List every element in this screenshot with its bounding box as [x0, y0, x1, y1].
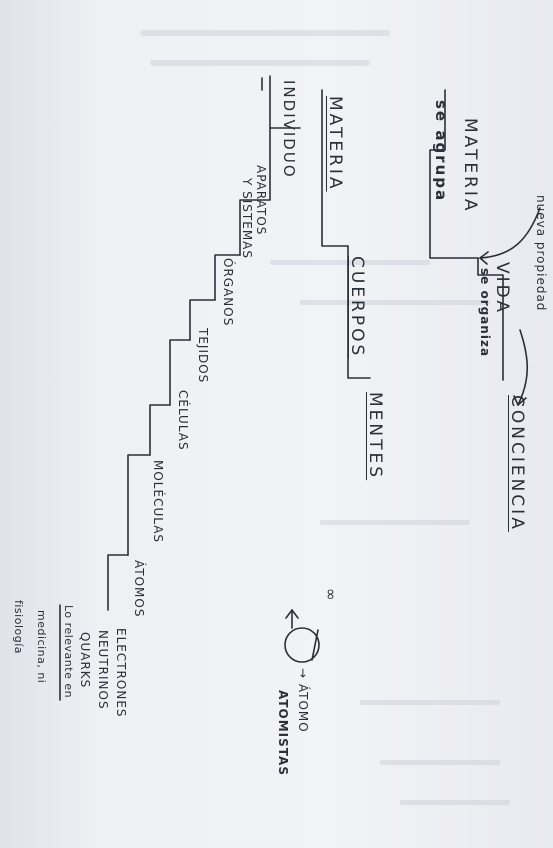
staircase-step-electrones	[107, 554, 129, 611]
staircase-step-organos	[214, 254, 241, 301]
vida-bracket	[477, 257, 504, 381]
nueva-propiedad-label: nueva propiedad	[534, 195, 548, 312]
materia-label: MATERIA	[460, 118, 480, 214]
se-organiza-arrow	[517, 329, 529, 406]
vida-label: VIDA	[492, 262, 512, 316]
individuo-label: INDIVIDUO	[280, 80, 298, 179]
cuerpos-bracket	[347, 245, 371, 379]
celulas-label: CÉLULAS	[176, 390, 190, 451]
mentes-header: MENTES	[365, 392, 385, 481]
molecula-header: MATERIA	[325, 96, 345, 192]
se-agrupa-label: se agrupa	[432, 100, 450, 203]
electrones-label: ELECTRONES	[114, 628, 128, 718]
staircase-step-moleculas	[149, 404, 171, 456]
aparatos-label: APARATOS	[254, 165, 268, 236]
moleculas-label: MOLÉCULAS	[151, 460, 165, 544]
tejidos-label: TEJIDOS	[196, 328, 210, 384]
materia-bracket	[429, 89, 479, 259]
atomistas-label: ATOMISTAS	[276, 690, 290, 776]
conciencia-label: CONCIENCIA	[507, 395, 527, 532]
se-organiza-label: se organiza	[478, 268, 492, 358]
medicina-label: medicina, ni	[35, 610, 48, 684]
cuerpos-header: CUERPOS	[347, 256, 367, 359]
staircase-step-tejidos	[189, 299, 216, 341]
staircase-step-celulas	[169, 339, 191, 406]
fisiologia-label: fisiología	[12, 600, 25, 655]
infinity-symbol: ∞	[322, 588, 340, 603]
organos-label: ÓRGANOS	[221, 258, 235, 327]
atom-circle	[284, 627, 320, 663]
nueva-propiedad-arrow	[479, 207, 541, 259]
lo-relevante-label: Lo relevante en	[62, 605, 75, 699]
atomos-label: ÁTOMOS	[132, 560, 146, 618]
y-sistemas-label: Y SISTEMAS	[240, 178, 254, 260]
staircase-step-aparatos	[239, 127, 271, 256]
atomo-label: → ÁTOMO	[296, 668, 310, 733]
molecula-bracket	[321, 89, 349, 247]
staircase-step-atomos	[127, 454, 151, 556]
quarks-label: QUARKS	[78, 632, 92, 689]
neutrinos-label: NEUTRINOS	[96, 630, 110, 710]
